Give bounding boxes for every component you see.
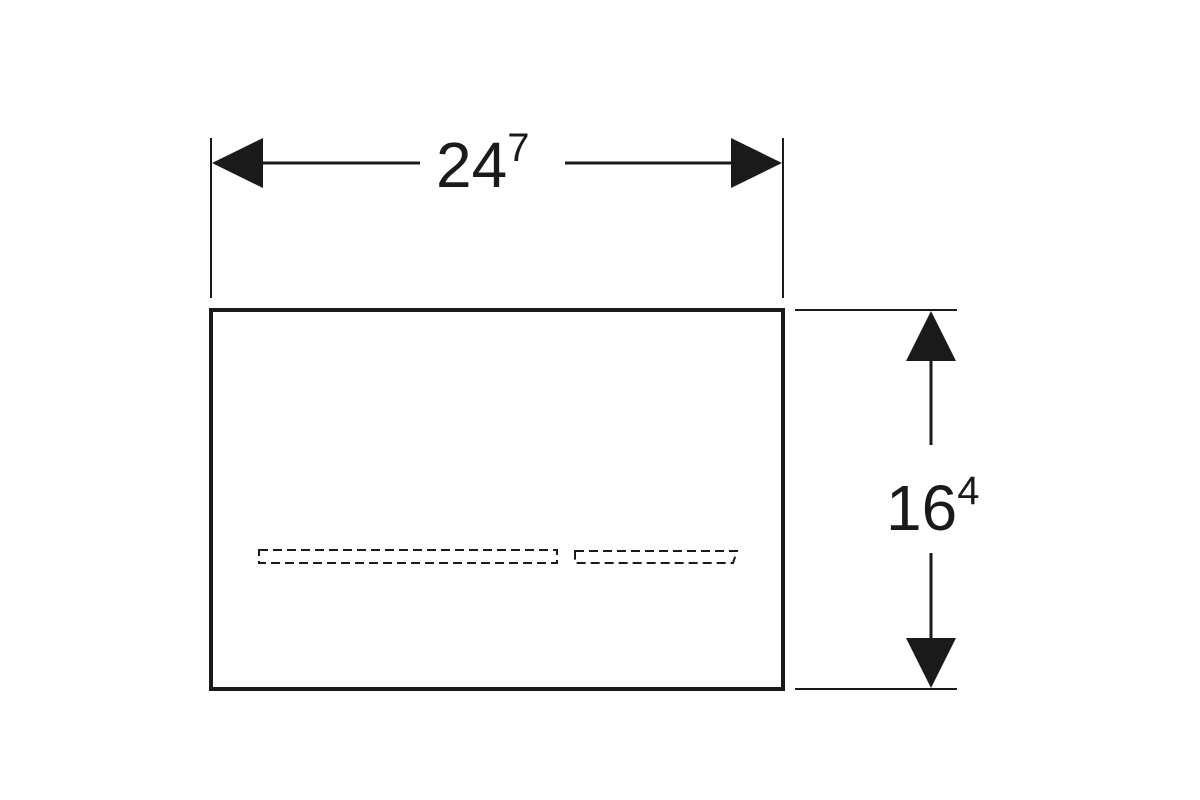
height-dimension-superscript: 4 <box>957 469 979 513</box>
height-arrow-down-icon <box>906 638 956 688</box>
width-dimension-value: 24 <box>436 129 507 201</box>
width-dimension-superscript: 7 <box>507 126 529 170</box>
flush-button-indicator-large <box>258 549 558 564</box>
height-arrow-up-icon <box>906 311 956 361</box>
width-dimension-label: 247 <box>436 126 529 201</box>
width-arrow-left-icon <box>212 138 263 188</box>
height-dimension-label: 164 <box>886 469 979 544</box>
height-dimension-value: 16 <box>886 472 957 544</box>
flush-plate-outline <box>209 308 785 691</box>
flush-button-indicator-small <box>574 550 739 564</box>
width-arrow-right-icon <box>731 138 782 188</box>
